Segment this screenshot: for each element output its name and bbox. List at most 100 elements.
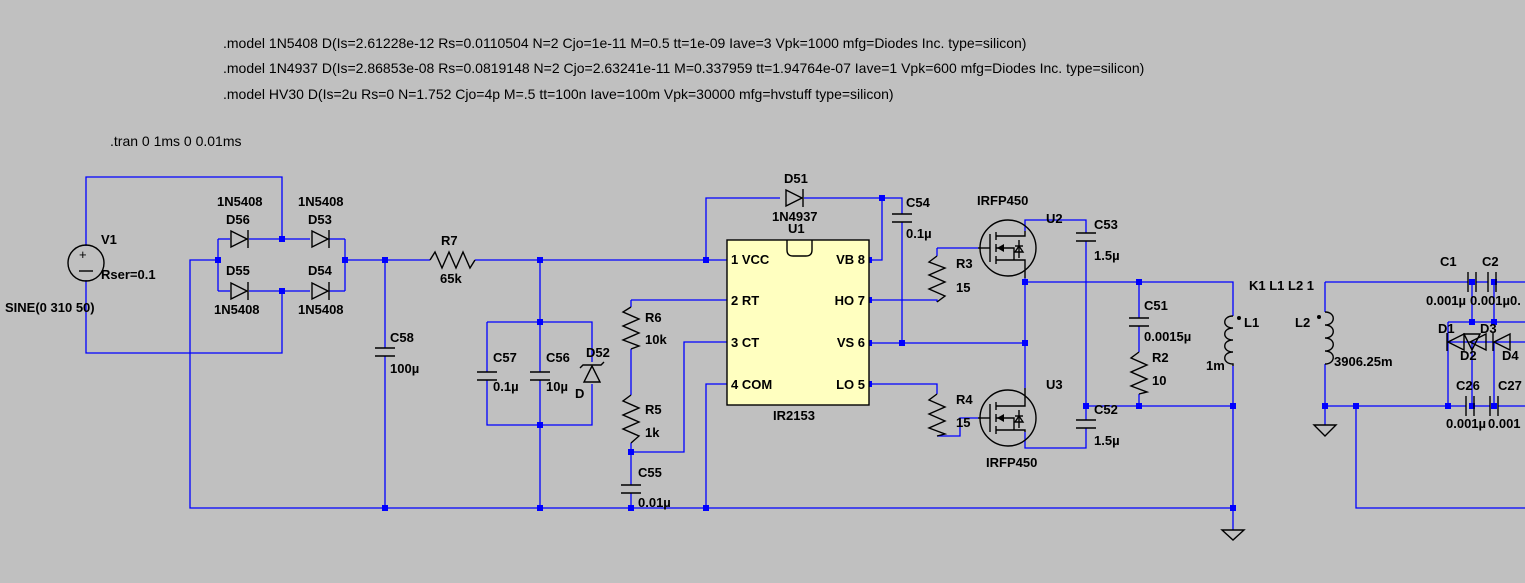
zener-d52[interactable] [579,361,605,383]
resistor-r7[interactable] [429,250,476,270]
coupling-directive[interactable]: K1 L1 L2 1 [1249,278,1314,293]
d54-model: 1N5408 [298,302,344,317]
c55-name: C55 [638,465,662,480]
r5-value: 1k [645,425,660,440]
ic-u1[interactable] [726,239,870,406]
capacitor-c26[interactable] [1465,396,1475,416]
u1-part: IR2153 [773,408,815,423]
diode-d55[interactable] [230,281,249,301]
capacitor-c53[interactable] [1076,232,1096,242]
u1-pin-vb: VB 8 [836,252,865,267]
d1-name: D1 [1438,321,1455,336]
c1-name: C1 [1440,254,1457,269]
c56-value: 10µ [546,379,568,394]
directive-model-1n5408[interactable]: .model 1N5408 D(Is=2.61228e-12 Rs=0.0110… [223,35,1026,51]
u1-pin-lo: LO 5 [836,377,865,392]
ground-symbol-main [1220,529,1246,541]
d56-model: 1N5408 [217,194,263,209]
resistor-r3[interactable] [927,255,947,303]
directive-model-1n4937[interactable]: .model 1N4937 D(Is=2.86853e-08 Rs=0.0819… [223,60,1144,76]
c27-value: 0.001 [1488,416,1521,431]
capacitor-c57[interactable] [477,371,497,381]
capacitor-c54[interactable] [892,213,912,223]
inductor-l2[interactable] [1317,311,1334,365]
diode-d2[interactable] [1462,333,1482,352]
u1-ref: U1 [788,221,805,236]
capacitor-c51[interactable] [1129,317,1149,327]
d55-name: D55 [226,263,250,278]
inductor-l1[interactable] [1224,315,1241,366]
c54-name: C54 [906,195,931,210]
c55-value: 0.01µ [638,495,671,510]
ground-symbol-secondary [1312,424,1338,437]
c57-name: C57 [493,350,517,365]
r4-name: R4 [956,392,973,407]
d55-model: 1N5408 [214,302,260,317]
c2-value: 0.001µ [1470,293,1510,308]
c53-value: 1.5µ [1094,248,1120,263]
c58-name: C58 [390,330,414,345]
c52-name: C52 [1094,402,1118,417]
capacitor-c58[interactable] [375,347,395,357]
r4-value: 15 [956,415,970,430]
r3-name: R3 [956,256,973,271]
mosfet-u3[interactable] [978,388,1037,447]
c54-value: 0.1µ [906,226,932,241]
c57-value: 0.1µ [493,379,519,394]
c26-name: C26 [1456,378,1480,393]
d53-name: D53 [308,212,332,227]
d51-name: D51 [784,171,808,186]
directive-tran[interactable]: .tran 0 1ms 0 0.01ms [110,133,242,149]
u3-value: IRFP450 [986,455,1037,470]
diode-d53[interactable] [311,229,330,249]
diode-d51[interactable] [785,188,804,208]
u1-pin-rt: 2 RT [731,293,759,308]
c1-value: 0.001µ [1426,293,1466,308]
r2-name: R2 [1152,350,1169,365]
resistor-r6[interactable] [621,306,641,350]
capacitor-c2[interactable] [1487,272,1497,292]
resistor-r5[interactable] [621,394,641,444]
diode-d1[interactable] [1446,332,1465,352]
r6-name: R6 [645,310,662,325]
resistor-r4[interactable] [927,393,948,437]
c2-name: C2 [1482,254,1499,269]
diode-d56[interactable] [230,229,249,249]
diode-d54[interactable] [311,281,330,301]
diode-d3[interactable] [1468,332,1487,352]
resistor-r2[interactable] [1129,351,1150,395]
u2-name: U2 [1046,211,1063,226]
u1-pin-vcc: 1 VCC [731,252,770,267]
source-v1[interactable]: + [67,244,105,282]
r3-value: 15 [956,280,970,295]
d54-name: D54 [308,263,333,278]
l2-name: L2 [1295,315,1310,330]
r6-value: 10k [645,332,667,347]
u1-pin-ct: 3 CT [731,335,759,350]
c56-name: C56 [546,350,570,365]
mosfet-u2[interactable] [978,219,1037,278]
d4-name: D4 [1502,348,1519,363]
c51-value: 0.0015µ [1144,329,1191,344]
c27-name: C27 [1498,378,1522,393]
c58-value: 100µ [390,361,419,376]
c26-value: 0.001µ [1446,416,1486,431]
capacitor-c55[interactable] [621,484,641,494]
diode-d4[interactable] [1492,332,1511,352]
capacitor-c52[interactable] [1076,419,1096,429]
capacitor-c56[interactable] [530,371,550,381]
c51-name: C51 [1144,298,1168,313]
d3-name: D3 [1480,321,1497,336]
d53-model: 1N5408 [298,194,344,209]
l1-name: L1 [1244,315,1259,330]
directive-model-hv30[interactable]: .model HV30 D(Is=2u Rs=0 N=1.752 Cjo=4p … [223,86,894,102]
c2-tail-value: 0. [1510,293,1521,308]
c53-name: C53 [1094,217,1118,232]
capacitor-c1[interactable] [1467,272,1477,292]
r7-value: 65k [440,271,462,286]
d51-value: 1N4937 [772,209,818,224]
capacitor-c27[interactable] [1489,396,1499,416]
v1-label: V1 [101,232,117,247]
d52-name: D52 [586,345,610,360]
